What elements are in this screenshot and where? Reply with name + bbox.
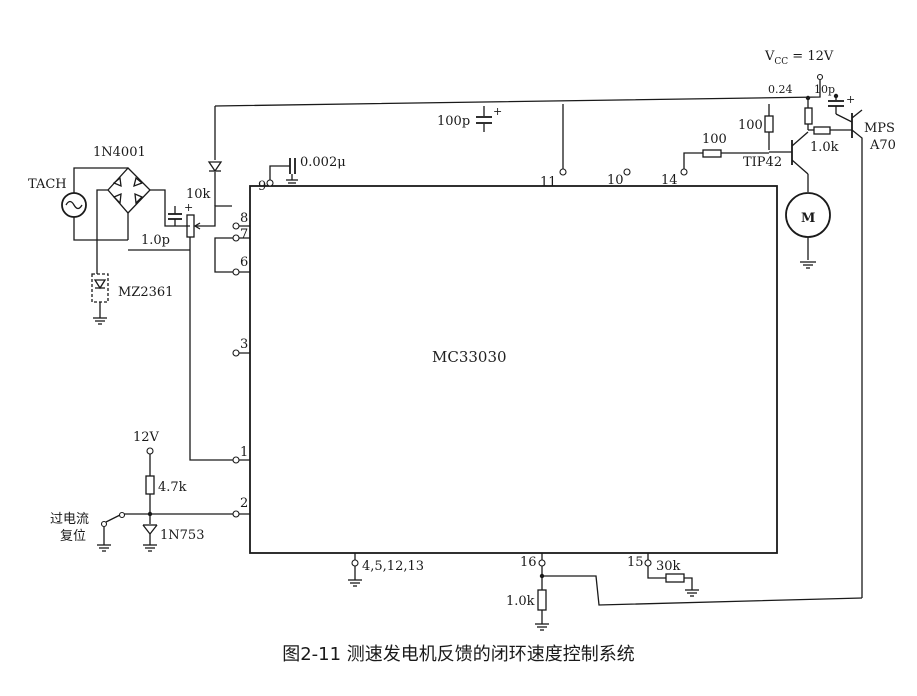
r024-label: 0.24 xyxy=(768,83,793,96)
mz2361-label: MZ2361 xyxy=(118,285,173,300)
reset-switch xyxy=(97,511,126,552)
svg-text:1: 1 xyxy=(240,445,248,460)
resistor-100-top xyxy=(764,115,774,133)
a70-label: A70 xyxy=(869,138,896,153)
r30k-label: 30k xyxy=(656,559,681,574)
motor-label: M xyxy=(801,211,815,226)
tip42-label: TIP42 xyxy=(743,155,782,170)
resistor-10k-q xyxy=(813,126,831,135)
tach-label: TACH xyxy=(28,177,67,192)
top-bus-wire xyxy=(214,80,821,107)
capacitor-1-0p xyxy=(168,206,182,226)
svg-text:10: 10 xyxy=(607,173,624,188)
c10p-label: 10p xyxy=(814,83,835,96)
svg-text:15: 15 xyxy=(627,555,644,570)
bridge-rectifier xyxy=(107,167,151,214)
vcc-label: VCC = 12V xyxy=(764,49,834,67)
diode-1n753 xyxy=(142,514,158,552)
transistor-tip42 xyxy=(769,131,809,175)
svg-text:2: 2 xyxy=(240,496,248,511)
diode-mz2361 xyxy=(91,273,109,325)
svg-text:+: + xyxy=(184,201,193,214)
svg-text:3: 3 xyxy=(240,337,248,352)
svg-text:7: 7 xyxy=(240,227,248,242)
diode-top-left xyxy=(207,161,223,173)
r1-0k-bottom-label: 1.0k xyxy=(506,594,535,609)
c100p-label: 100p xyxy=(437,114,470,129)
ground-motor-icon xyxy=(800,261,816,269)
r10k-pot-label: 10k xyxy=(186,187,211,202)
svg-text:14: 14 xyxy=(661,173,678,188)
svg-text:9: 9 xyxy=(258,179,266,194)
figure-caption: 图2-11 测速发电机反馈的闭环速度控制系统 xyxy=(282,644,635,665)
r10k-q-label: 1.0k xyxy=(810,140,839,155)
d1n753-label: 1N753 xyxy=(160,528,204,543)
mps-label: MPS xyxy=(864,121,895,136)
svg-text:+: + xyxy=(493,105,502,118)
capacitor-0002 xyxy=(286,158,298,184)
svg-text:16: 16 xyxy=(520,555,537,570)
ic-body xyxy=(249,185,778,554)
transistor-mpsa70 xyxy=(835,109,863,598)
resistor-30k xyxy=(665,573,685,583)
reset-label-line1: 过电流 xyxy=(50,512,89,527)
r100-top-label: 100 xyxy=(738,118,763,133)
r100-mid-label: 100 xyxy=(702,132,727,147)
tach-generator-symbol xyxy=(61,192,87,218)
capacitor-100p xyxy=(476,106,492,132)
r47k-label: 4.7k xyxy=(158,480,187,495)
svg-text:11: 11 xyxy=(540,175,557,190)
c0002-label: 0.002μ xyxy=(300,155,346,170)
svg-text:8: 8 xyxy=(240,211,248,226)
ic-name: MC33030 xyxy=(432,348,507,366)
svg-text:+: + xyxy=(846,93,855,106)
v12-label: 12V xyxy=(133,430,160,445)
reset-label-line2: 复位 xyxy=(60,529,86,544)
resistor-47k xyxy=(145,475,155,495)
d1n4001-label: 1N4001 xyxy=(93,145,146,160)
resistor-1-0k-bottom xyxy=(537,589,547,611)
resistor-024 xyxy=(804,107,813,125)
resistor-100-mid xyxy=(702,149,722,158)
svg-text:6: 6 xyxy=(240,255,248,270)
c1-0p-label: 1.0p xyxy=(141,233,170,248)
gnd-pins-label: 4,5,12,13 xyxy=(362,559,424,574)
